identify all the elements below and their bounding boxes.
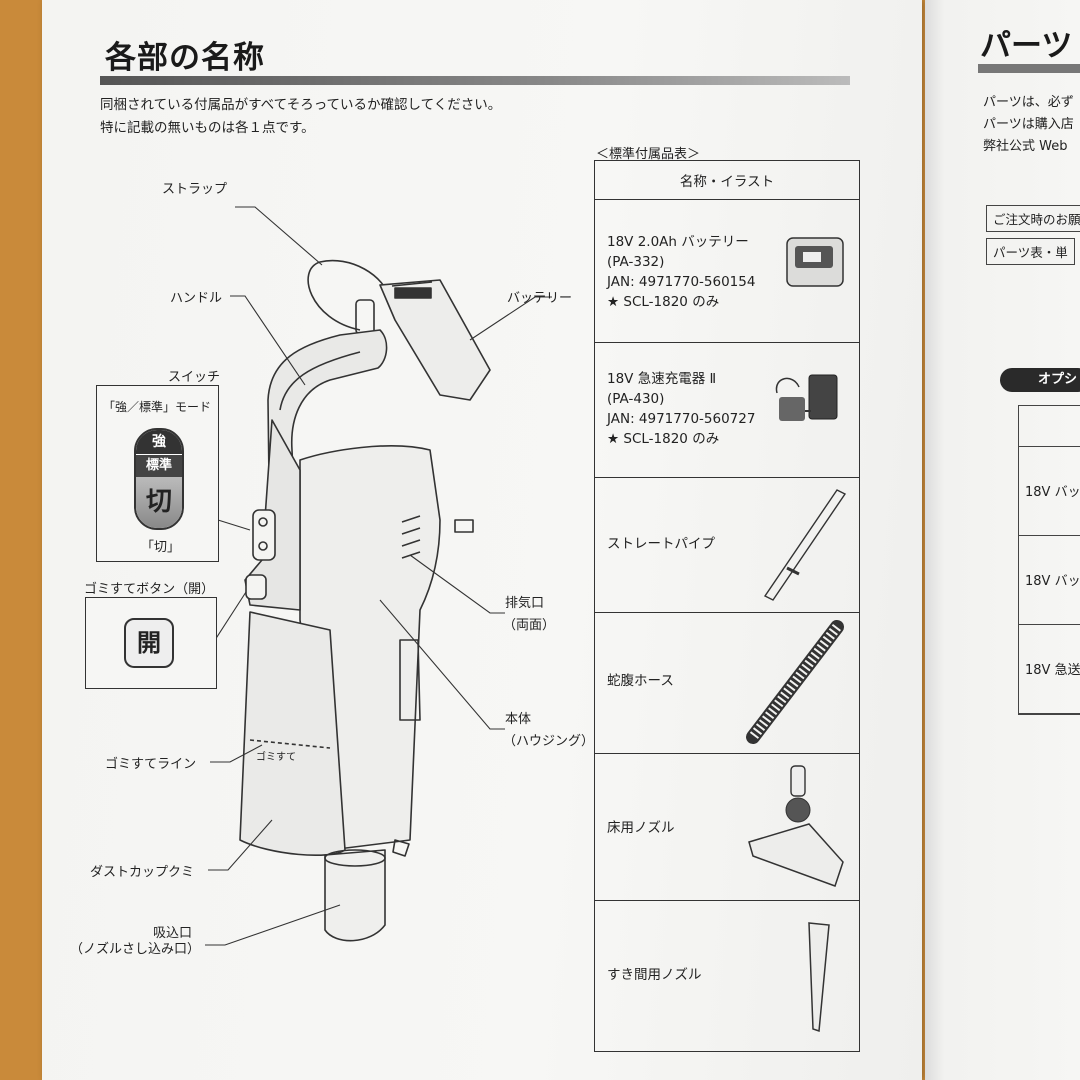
option-row: 18V 急送 xyxy=(1019,625,1080,714)
option-table-header xyxy=(1019,406,1080,447)
dust-button-callout: 開 xyxy=(85,597,217,689)
table-header: 名称・イラスト xyxy=(594,160,860,200)
table-row: すき間用ノズル xyxy=(595,901,860,1052)
label-dust-button: ゴミすてボタン（開） xyxy=(84,582,215,597)
vacuum-diagram xyxy=(205,206,552,946)
item-name-pipe: ストレートパイプ xyxy=(607,536,715,552)
table-row: ストレートパイプ xyxy=(594,477,860,613)
label-intake: 吸込口 xyxy=(153,926,193,941)
table-caption: ＜標準付属品表＞ xyxy=(596,147,701,162)
open-key: 開 xyxy=(124,618,174,668)
table-header-row: 名称・イラスト xyxy=(594,160,860,200)
item-name-charger: 18V 急速充電器 Ⅱ (PA-430) JAN: 4971770-560727… xyxy=(607,371,756,447)
option-row-label: 18V バッ xyxy=(1025,574,1080,589)
label-body: 本体 xyxy=(505,712,532,727)
bellows-hose-icon xyxy=(746,620,844,744)
leader-lines xyxy=(205,206,552,946)
label-dust-line: ゴミすてライン xyxy=(105,757,197,772)
switch-graphic: 強 標準 切 xyxy=(134,428,184,530)
item-name-hose: 蛇腹ホース xyxy=(607,673,674,689)
item-name-battery: 18V 2.0Ah バッテリー (PA-332) JAN: 4971770-56… xyxy=(607,234,756,310)
strap-shape xyxy=(307,259,391,331)
strap-clip xyxy=(355,299,375,335)
label-dust-cup: ダストカップクミ xyxy=(90,865,195,880)
option-row-label: 18V 急送 xyxy=(1025,663,1080,678)
right-text-line: 弊社公式 Web xyxy=(983,139,1068,154)
parts-list-box: パーツ表・単 xyxy=(986,238,1075,265)
label-intake-sub: （ノズルさし込み口） xyxy=(70,942,201,957)
order-note-box: ご注文時のお願 xyxy=(986,205,1080,232)
off-caption: 「切」 xyxy=(141,540,181,555)
switch-key-off: 切 xyxy=(136,477,182,528)
option-table: 18V バッ 18V バッ 18V 急送 xyxy=(1018,405,1080,715)
option-row: 18V バッ xyxy=(1019,447,1080,536)
accessories-table: 名称・イラスト 18V 2.0Ah バッテリー (PA-332) JAN: 49… xyxy=(594,160,860,1052)
label-dust-line-mark: ゴミすて xyxy=(256,752,297,763)
label-body-sub: （ハウジング） xyxy=(503,734,595,749)
switch-key-standard: 標準 xyxy=(136,454,182,477)
straight-pipe-icon xyxy=(763,489,847,601)
manual-page-right xyxy=(925,0,1080,1080)
item-name-crevice-nozzle: すき間用ノズル xyxy=(607,967,702,983)
right-page-title: パーツ xyxy=(980,28,1073,64)
label-handle: ハンドル xyxy=(170,291,223,306)
crevice-nozzle-icon xyxy=(808,922,830,1033)
right-text-line: パーツは購入店 xyxy=(983,117,1074,132)
right-page-text: パーツは、必ず パーツは購入店 弊社公式 Web xyxy=(983,92,1074,158)
label-exhaust-sub: （両面） xyxy=(503,618,556,633)
right-text-line: パーツは、必ず xyxy=(983,95,1074,110)
label-exhaust: 排気口 xyxy=(505,596,545,611)
dust-button-shape xyxy=(245,574,267,600)
label-switch: スイッチ xyxy=(168,370,221,385)
battery-pack-icon xyxy=(786,237,844,287)
option-row: 18V バッ xyxy=(1019,536,1080,625)
intake-shape xyxy=(324,849,386,942)
intro-line: 特に記載の無いものは各１点です。 xyxy=(100,120,315,136)
floor-nozzle-icon xyxy=(748,765,844,887)
title-underline xyxy=(100,76,850,85)
option-row-label: 18V バッ xyxy=(1025,485,1080,500)
intro-line: 同梱されている付属品がすべてそろっているか確認してください。 xyxy=(100,97,502,113)
item-name-floor-nozzle: 床用ノズル xyxy=(607,820,675,836)
battery-shape xyxy=(379,279,491,401)
table-row: 18V 2.0Ah バッテリー (PA-332) JAN: 4971770-56… xyxy=(594,199,860,343)
right-title-underline xyxy=(978,64,1080,73)
option-pill: オプシ xyxy=(1000,368,1080,392)
handle-shape xyxy=(267,329,388,561)
charger-icon xyxy=(775,374,838,421)
dust-cup-shape xyxy=(239,611,346,856)
page-title: 各部の名称 xyxy=(105,40,265,76)
table-row: 床用ノズル xyxy=(594,753,860,901)
intro-text: 同梱されている付属品がすべてそろっているか確認してください。 特に記載の無いもの… xyxy=(100,94,501,140)
label-strap: ストラップ xyxy=(162,182,228,197)
switch-callout: 「強／標準」モード 強 標準 切 「切」 xyxy=(96,385,219,562)
label-battery: バッテリー xyxy=(507,291,573,306)
mode-caption: 「強／標準」モード xyxy=(103,400,212,414)
switch-key-strong: 強 xyxy=(136,430,182,454)
table-row: 18V 急速充電器 Ⅱ (PA-430) JAN: 4971770-560727… xyxy=(594,342,860,478)
table-row: 蛇腹ホース xyxy=(594,612,860,754)
